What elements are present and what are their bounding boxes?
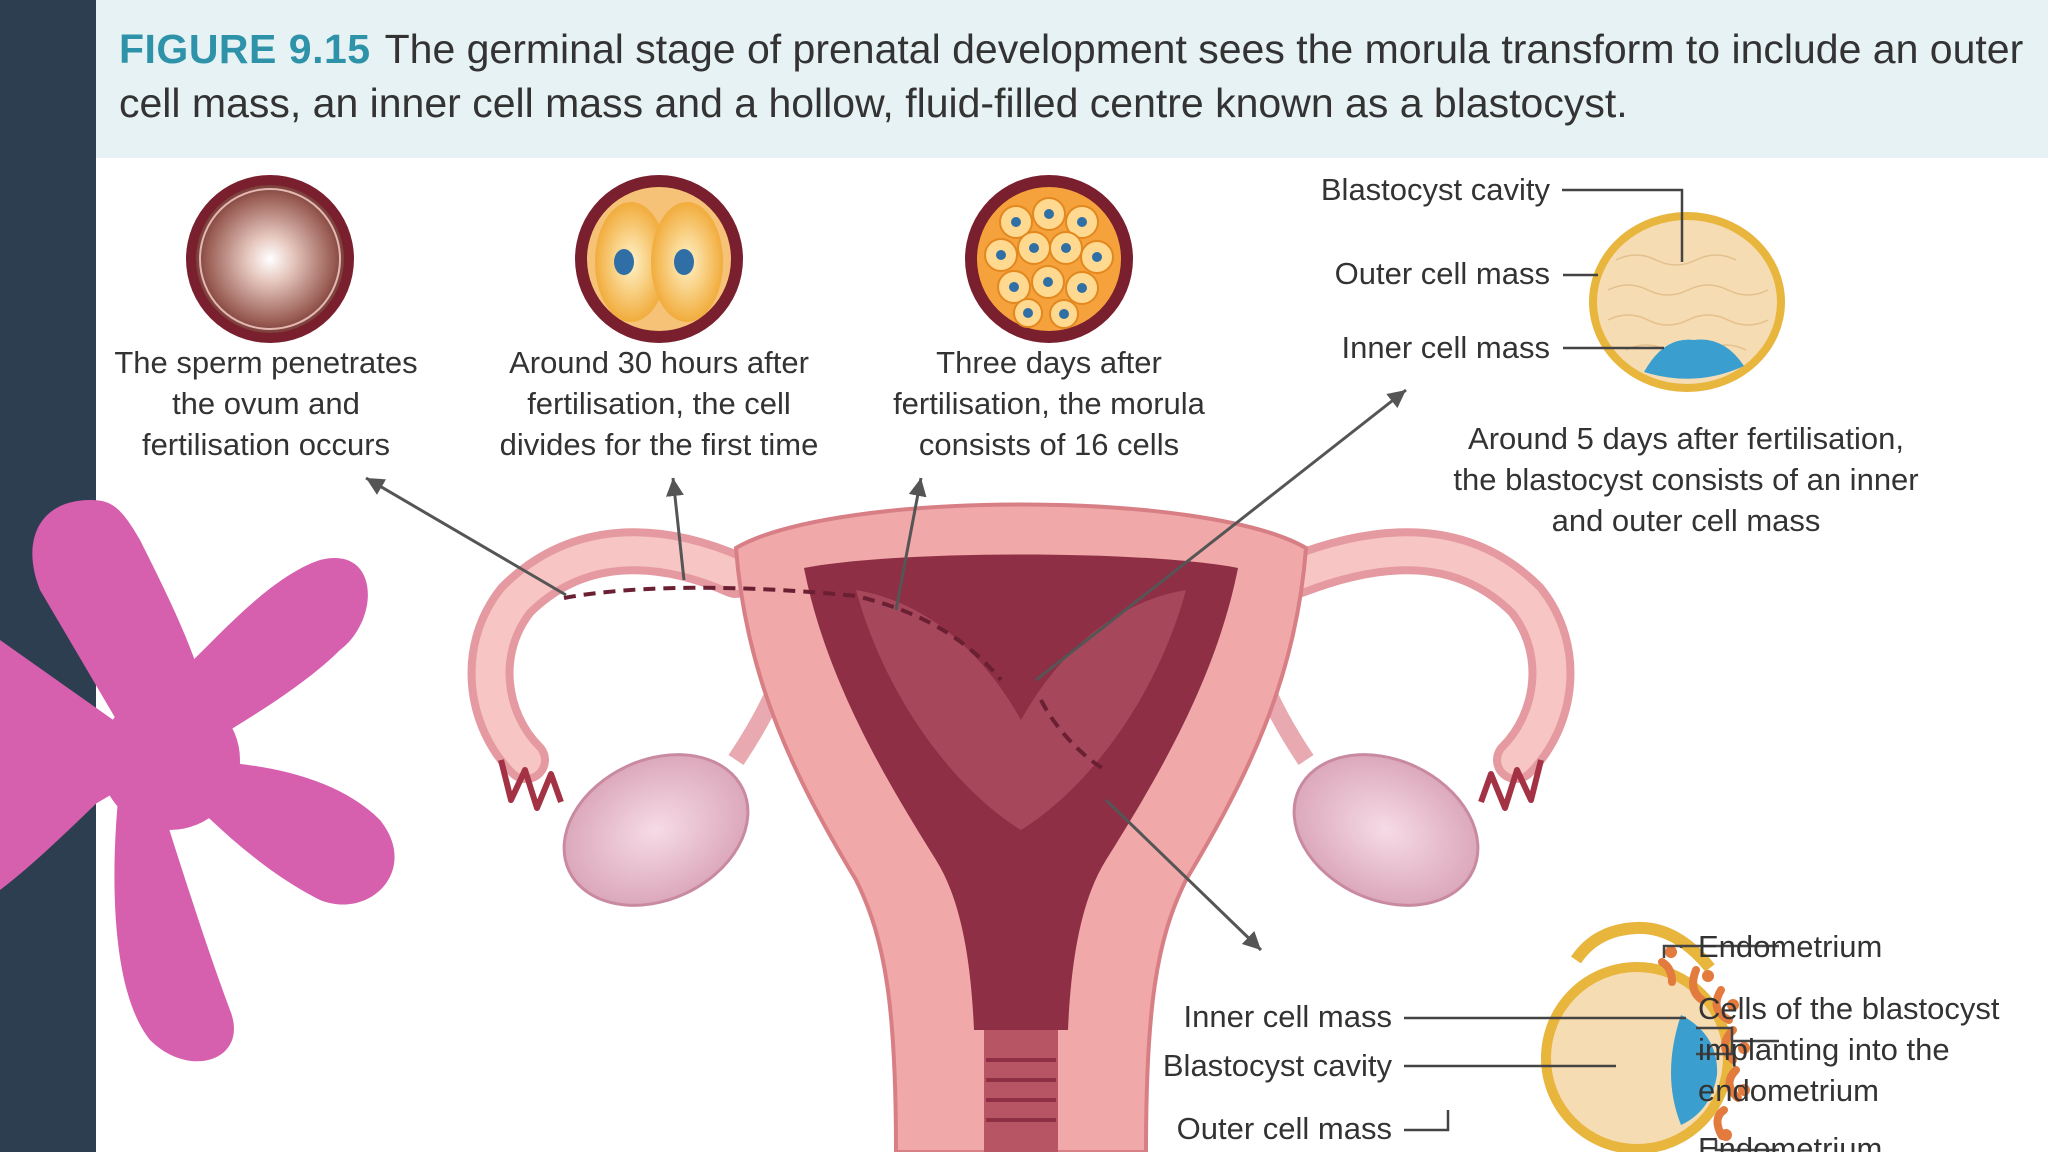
stage-label-first-division: Around 30 hours after fertilisation, the… xyxy=(499,345,819,462)
morula-icon xyxy=(965,175,1133,343)
label-implant-blastocyst-cavity: Blastocyst cavity xyxy=(1162,1048,1392,1083)
two-cell-icon xyxy=(575,175,743,343)
label-blastocyst-cavity: Blastocyst cavity xyxy=(1320,172,1550,207)
label-cells-implanting: Cells of the blastocyst implanting into … xyxy=(1698,991,2000,1108)
implanting-blastocyst-icon xyxy=(1541,921,1750,1152)
stage-label-blastocyst: Around 5 days after fertilisation, the b… xyxy=(1453,421,1919,538)
label-implant-inner-cell-mass: Inner cell mass xyxy=(1183,999,1392,1034)
arrow-fertilisation xyxy=(365,476,567,597)
stage-label-morula: Three days after fertilisation, the moru… xyxy=(893,345,1205,462)
leader-endometrium-bottom xyxy=(1714,1140,1779,1152)
leader-implant-outer xyxy=(1404,1110,1450,1132)
arrow-implantation xyxy=(1104,798,1263,952)
label-inner-cell-mass: Inner cell mass xyxy=(1341,330,1550,365)
blastocyst-icon xyxy=(1589,212,1785,392)
cervix xyxy=(984,1030,1058,1152)
arrow-morula xyxy=(894,477,927,611)
uterus-diagram xyxy=(186,175,1785,1152)
label-endometrium-bottom: Endometrium xyxy=(1698,1131,1883,1152)
label-implant-outer-cell-mass: Outer cell mass xyxy=(1176,1111,1392,1146)
asterisk-decoration xyxy=(0,500,395,1062)
arrow-first-division xyxy=(665,477,686,581)
ovum-icon xyxy=(186,175,354,343)
label-outer-cell-mass: Outer cell mass xyxy=(1334,256,1550,291)
label-endometrium-top: Endometrium xyxy=(1698,929,1883,964)
leader-blastocyst-cavity xyxy=(1562,188,1684,262)
stage-label-fertilisation: The sperm penetrates the ovum and fertil… xyxy=(114,345,418,462)
arrow-blastocyst xyxy=(1035,388,1407,682)
caption-text: The germinal stage of prenatal developme… xyxy=(119,26,2024,126)
figure-number: FIGURE 9.15 xyxy=(119,26,371,72)
